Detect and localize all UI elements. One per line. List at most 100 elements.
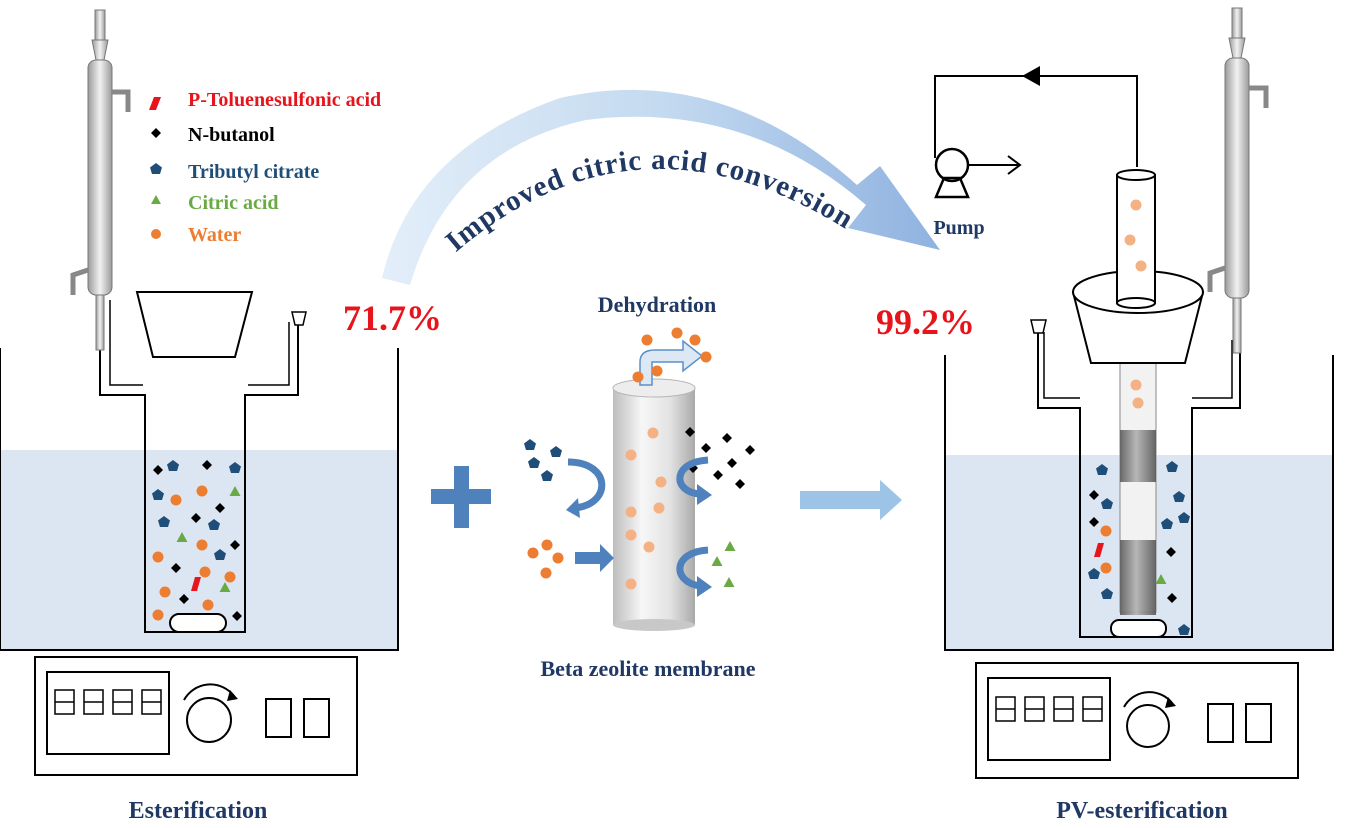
tributyl-citrate-particle — [1178, 624, 1190, 635]
pump-icon — [934, 147, 1022, 199]
left-hotplate — [34, 656, 358, 776]
tributyl-citrate-particle — [152, 489, 164, 500]
tributyl-citrate-particle — [1096, 464, 1108, 475]
legend-label: N-butanol — [188, 124, 275, 146]
water-particle — [196, 539, 208, 551]
curved-arrow-icon — [567, 458, 606, 512]
dehydration-arrow-icon — [639, 339, 704, 386]
water-particle — [625, 578, 637, 590]
right-setup: Pump — [933, 7, 1334, 779]
conversion-arc: Improved citric acid conversion — [382, 89, 940, 285]
left-bath-vessel — [0, 348, 399, 651]
citric-acid-particle — [176, 532, 188, 542]
water-particle — [1130, 379, 1142, 391]
left-caption: Esterification — [129, 798, 268, 824]
tributyl-citrate-particle — [158, 516, 170, 527]
right-condenser — [1207, 7, 1269, 354]
butanol-particle — [191, 513, 201, 523]
right-rotate-arrow-icon — [1123, 691, 1173, 708]
water-particle — [689, 334, 701, 346]
membrane-flow-arrows — [566, 456, 712, 597]
flow-arrow-icon — [1022, 66, 1040, 86]
butanol-particle — [232, 611, 242, 621]
vacuum-line — [934, 75, 1138, 167]
legend-marker-acid-catalyst — [149, 97, 161, 110]
water-particle — [651, 365, 663, 377]
membrane-label: Beta zeolite membrane — [540, 656, 755, 681]
legend-marker-water — [151, 229, 161, 239]
tributyl-citrate-particle — [541, 470, 553, 481]
tributyl-citrate-particle — [229, 462, 241, 473]
water-particle — [196, 485, 208, 497]
water-particle — [152, 609, 164, 621]
butanol-particle — [171, 563, 181, 573]
right-caption: PV-esterification — [1056, 798, 1227, 824]
curved-arrow — [382, 89, 940, 285]
butanol-particle — [1089, 490, 1099, 500]
legend-label: Tributyl citrate — [188, 161, 319, 183]
water-particle — [152, 551, 164, 563]
tributyl-citrate-particle — [1088, 568, 1100, 579]
citric-acid-particle — [229, 486, 241, 496]
right-bath-vessel — [944, 355, 1334, 651]
water-particle — [1100, 562, 1112, 574]
water-particle — [671, 327, 683, 339]
left-rotate-arrow-icon — [183, 683, 235, 701]
arc-text: Improved citric acid conversion — [440, 144, 860, 258]
tributyl-citrate-particle — [524, 439, 536, 450]
citric-acid-particle — [219, 582, 231, 592]
water-particle — [1132, 397, 1144, 409]
tributyl-citrate-particle — [1178, 512, 1190, 523]
butanol-particle — [202, 460, 212, 470]
butanol-particle — [713, 470, 723, 480]
water-particle — [625, 449, 637, 461]
permeate-tube — [1116, 174, 1156, 304]
butanol-particle — [215, 503, 225, 513]
citric-acid-particle — [724, 541, 736, 551]
right-knob-icon — [1126, 704, 1170, 748]
butanol-particle — [735, 479, 745, 489]
butanol-particle — [153, 465, 163, 475]
curved-arrow-icon — [676, 546, 709, 590]
tributyl-citrate-particle — [1173, 491, 1185, 502]
water-particle — [653, 502, 665, 514]
water-particle — [1100, 525, 1112, 537]
water-particle — [1135, 260, 1147, 272]
left-digit-display — [54, 689, 162, 715]
tributyl-citrate-particle — [1166, 461, 1178, 472]
left-stopper — [135, 291, 254, 358]
water-particle — [540, 567, 552, 579]
water-particle — [655, 476, 667, 488]
right-side-neck — [1030, 319, 1047, 334]
water-particle — [647, 427, 659, 439]
butanol-particle — [1089, 517, 1099, 527]
legend-label: Water — [188, 224, 241, 246]
water-particle — [625, 506, 637, 518]
butanol-particle — [722, 433, 732, 443]
butanol-particle — [179, 594, 189, 604]
left-knob-icon — [186, 697, 232, 743]
legend-label: P-Toluenesulfonic acid — [188, 89, 381, 111]
butanol-particle — [230, 540, 240, 550]
left-condenser — [70, 9, 131, 351]
left-button-icon — [303, 698, 330, 738]
right-display-panel — [987, 677, 1111, 761]
butanol-particle — [685, 427, 695, 437]
water-particle — [202, 599, 214, 611]
right-button-icon — [1207, 703, 1234, 743]
membrane-module-upper — [1120, 430, 1156, 482]
left-stir-bar — [169, 613, 227, 633]
tributyl-citrate-particle — [550, 446, 562, 457]
straight-arrow-icon — [575, 544, 614, 572]
butanol-particle — [1167, 593, 1177, 603]
tributyl-citrate-particle — [1101, 588, 1113, 599]
water-particle — [527, 547, 539, 559]
curved-arrow-icon — [676, 456, 709, 498]
water-particle — [224, 571, 236, 583]
left-reaction-mixture — [152, 460, 242, 621]
tributyl-citrate-particle — [1101, 498, 1113, 509]
left-side-neck — [291, 311, 307, 326]
conversion-right: 99.2% — [876, 302, 975, 342]
water-particle — [700, 351, 712, 363]
